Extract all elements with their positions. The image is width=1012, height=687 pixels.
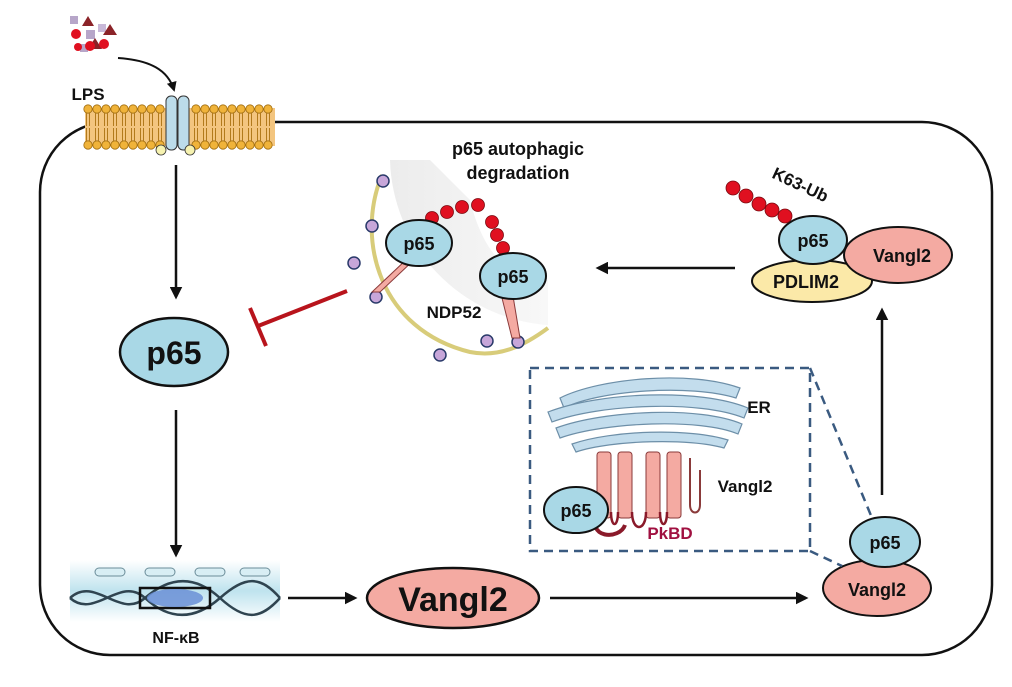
p65-right-label: p65 — [869, 533, 900, 553]
p65-right-node — [849, 516, 921, 568]
lps-molecule-icon — [70, 16, 117, 52]
nfkb-dna-icon — [69, 560, 281, 622]
pdlim2-label: PDLIM2 — [773, 272, 839, 292]
vangl2-transmembrane-icon — [592, 451, 701, 537]
autophagy-title-line2: degradation — [466, 163, 569, 183]
inset-connector-top — [808, 367, 874, 519]
p65-inset-node — [543, 486, 609, 534]
p65-complex-label: p65 — [797, 231, 828, 251]
autophagy-inhibits-p65-line — [248, 289, 348, 347]
nfkb-label: NF-κB — [152, 630, 199, 647]
p65-autophagy-node-a — [385, 219, 453, 267]
vangl2-center-label: Vangl2 — [398, 581, 508, 619]
er-membrane-icon — [547, 377, 749, 453]
k63-ubiquitin-chain-icon — [725, 180, 793, 224]
vangl2-inset-label: Vangl2 — [718, 477, 773, 496]
vangl2-right-label: Vangl2 — [848, 580, 906, 600]
tlr4-receptor-icon — [155, 95, 196, 156]
autophagy-title-line1: p65 autophagic — [452, 139, 584, 159]
lps-binding-arrow — [117, 57, 177, 92]
vangl2-center-node — [365, 566, 541, 630]
p65-autophagy-label-a: p65 — [403, 234, 434, 254]
inset-connector-bottom — [809, 549, 843, 568]
p65-main-node — [118, 316, 230, 388]
vangl2-complex-label: Vangl2 — [873, 246, 931, 266]
ndp52-label: NDP52 — [427, 303, 482, 322]
p65-inset-label: p65 — [560, 501, 591, 521]
er-label: ER — [747, 398, 771, 417]
p65-autophagy-label-b: p65 — [497, 267, 528, 287]
pkbd-label: PkBD — [647, 524, 692, 543]
p65-main-label: p65 — [146, 335, 201, 371]
lps-label: LPS — [71, 85, 104, 104]
vangl2-complex-node — [843, 226, 953, 284]
p65-complex-node — [778, 215, 848, 265]
p65-autophagy-node-b — [479, 252, 547, 300]
